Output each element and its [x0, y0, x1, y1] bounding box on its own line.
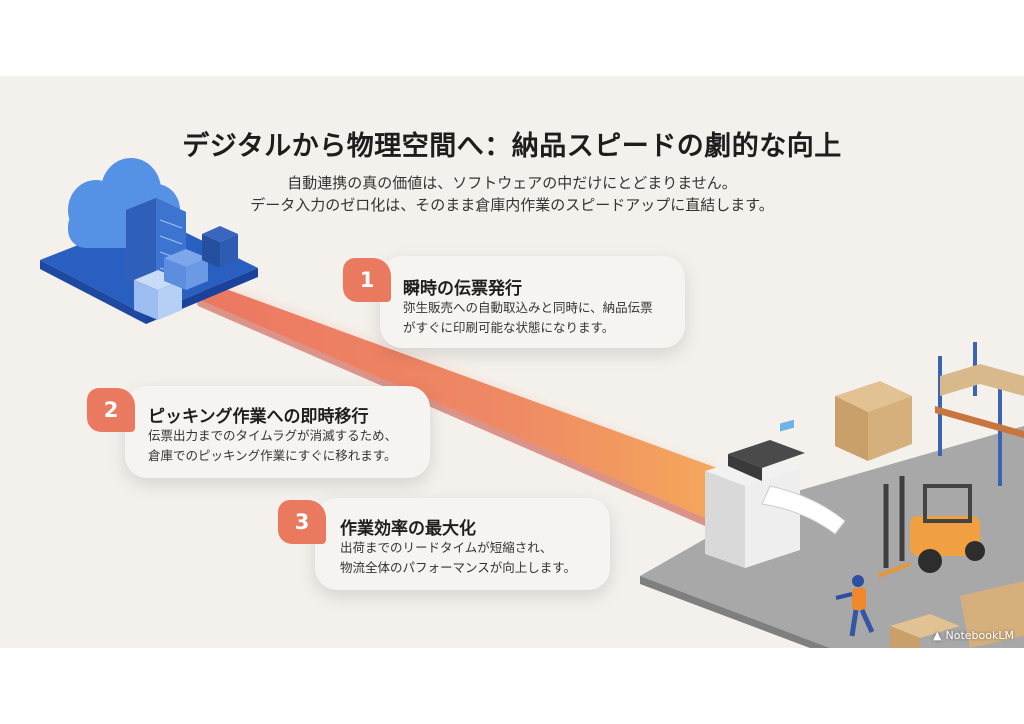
warehouse-illustration: [640, 342, 1024, 648]
watermark-label: NotebookLM: [945, 629, 1014, 642]
subtitle-line: データ入力のゼロ化は、そのまま倉庫内作業のスピードアップに直結します。: [250, 196, 774, 214]
step-number-badge-1: 1: [343, 258, 391, 302]
step-card-2: [125, 386, 430, 478]
step-body-2: 伝票出力までのタイムラグが消滅するため、 倉庫でのピッキング作業にすぐに移れます…: [148, 426, 397, 466]
step-body-line: 倉庫でのピッキング作業にすぐに移れます。: [148, 448, 397, 463]
step-card-1: [380, 256, 685, 348]
step-body-line: 出荷までのリードタイムが短縮され、: [340, 540, 553, 555]
notebooklm-watermark: ▲ NotebookLM: [933, 629, 1014, 642]
step-body-line: がすぐに印刷可能な状態になります。: [403, 320, 615, 335]
step-body-1: 弥生販売への自動取込みと同時に、納品伝票 がすぐに印刷可能な状態になります。: [403, 298, 653, 338]
cloud-server-illustration: [40, 158, 258, 324]
page-subtitle: 自動連携の真の価値は、ソフトウェアの中だけにとどまりません。 データ入力のゼロ化…: [0, 172, 1024, 216]
step-title-1: 瞬時の伝票発行: [403, 279, 522, 299]
slide: デジタルから物理空間へ：納品スピードの劇的な向上 自動連携の真の価値は、ソフトウ…: [0, 76, 1024, 648]
step-title-3: 作業効率の最大化: [340, 519, 476, 539]
step-body-line: 弥生販売への自動取込みと同時に、納品伝票: [403, 300, 653, 315]
subtitle-line: 自動連携の真の価値は、ソフトウェアの中だけにとどまりません。: [287, 174, 737, 192]
step-body-line: 物流全体のパフォーマンスが向上します。: [340, 560, 577, 575]
step-body-line: 伝票出力までのタイムラグが消滅するため、: [148, 428, 398, 443]
page-title: デジタルから物理空間へ：納品スピードの劇的な向上: [182, 131, 842, 162]
step-number-badge-3: 3: [278, 500, 326, 544]
step-number-badge-2: 2: [87, 388, 135, 432]
data-beam-illustration: [195, 282, 730, 536]
step-title-2: ピッキング作業への即時移行: [148, 407, 369, 427]
step-body-3: 出荷までのリードタイムが短縮され、 物流全体のパフォーマンスが向上します。: [340, 538, 576, 578]
notebooklm-logo-icon: ▲: [933, 629, 942, 642]
step-card-3: [315, 498, 610, 590]
